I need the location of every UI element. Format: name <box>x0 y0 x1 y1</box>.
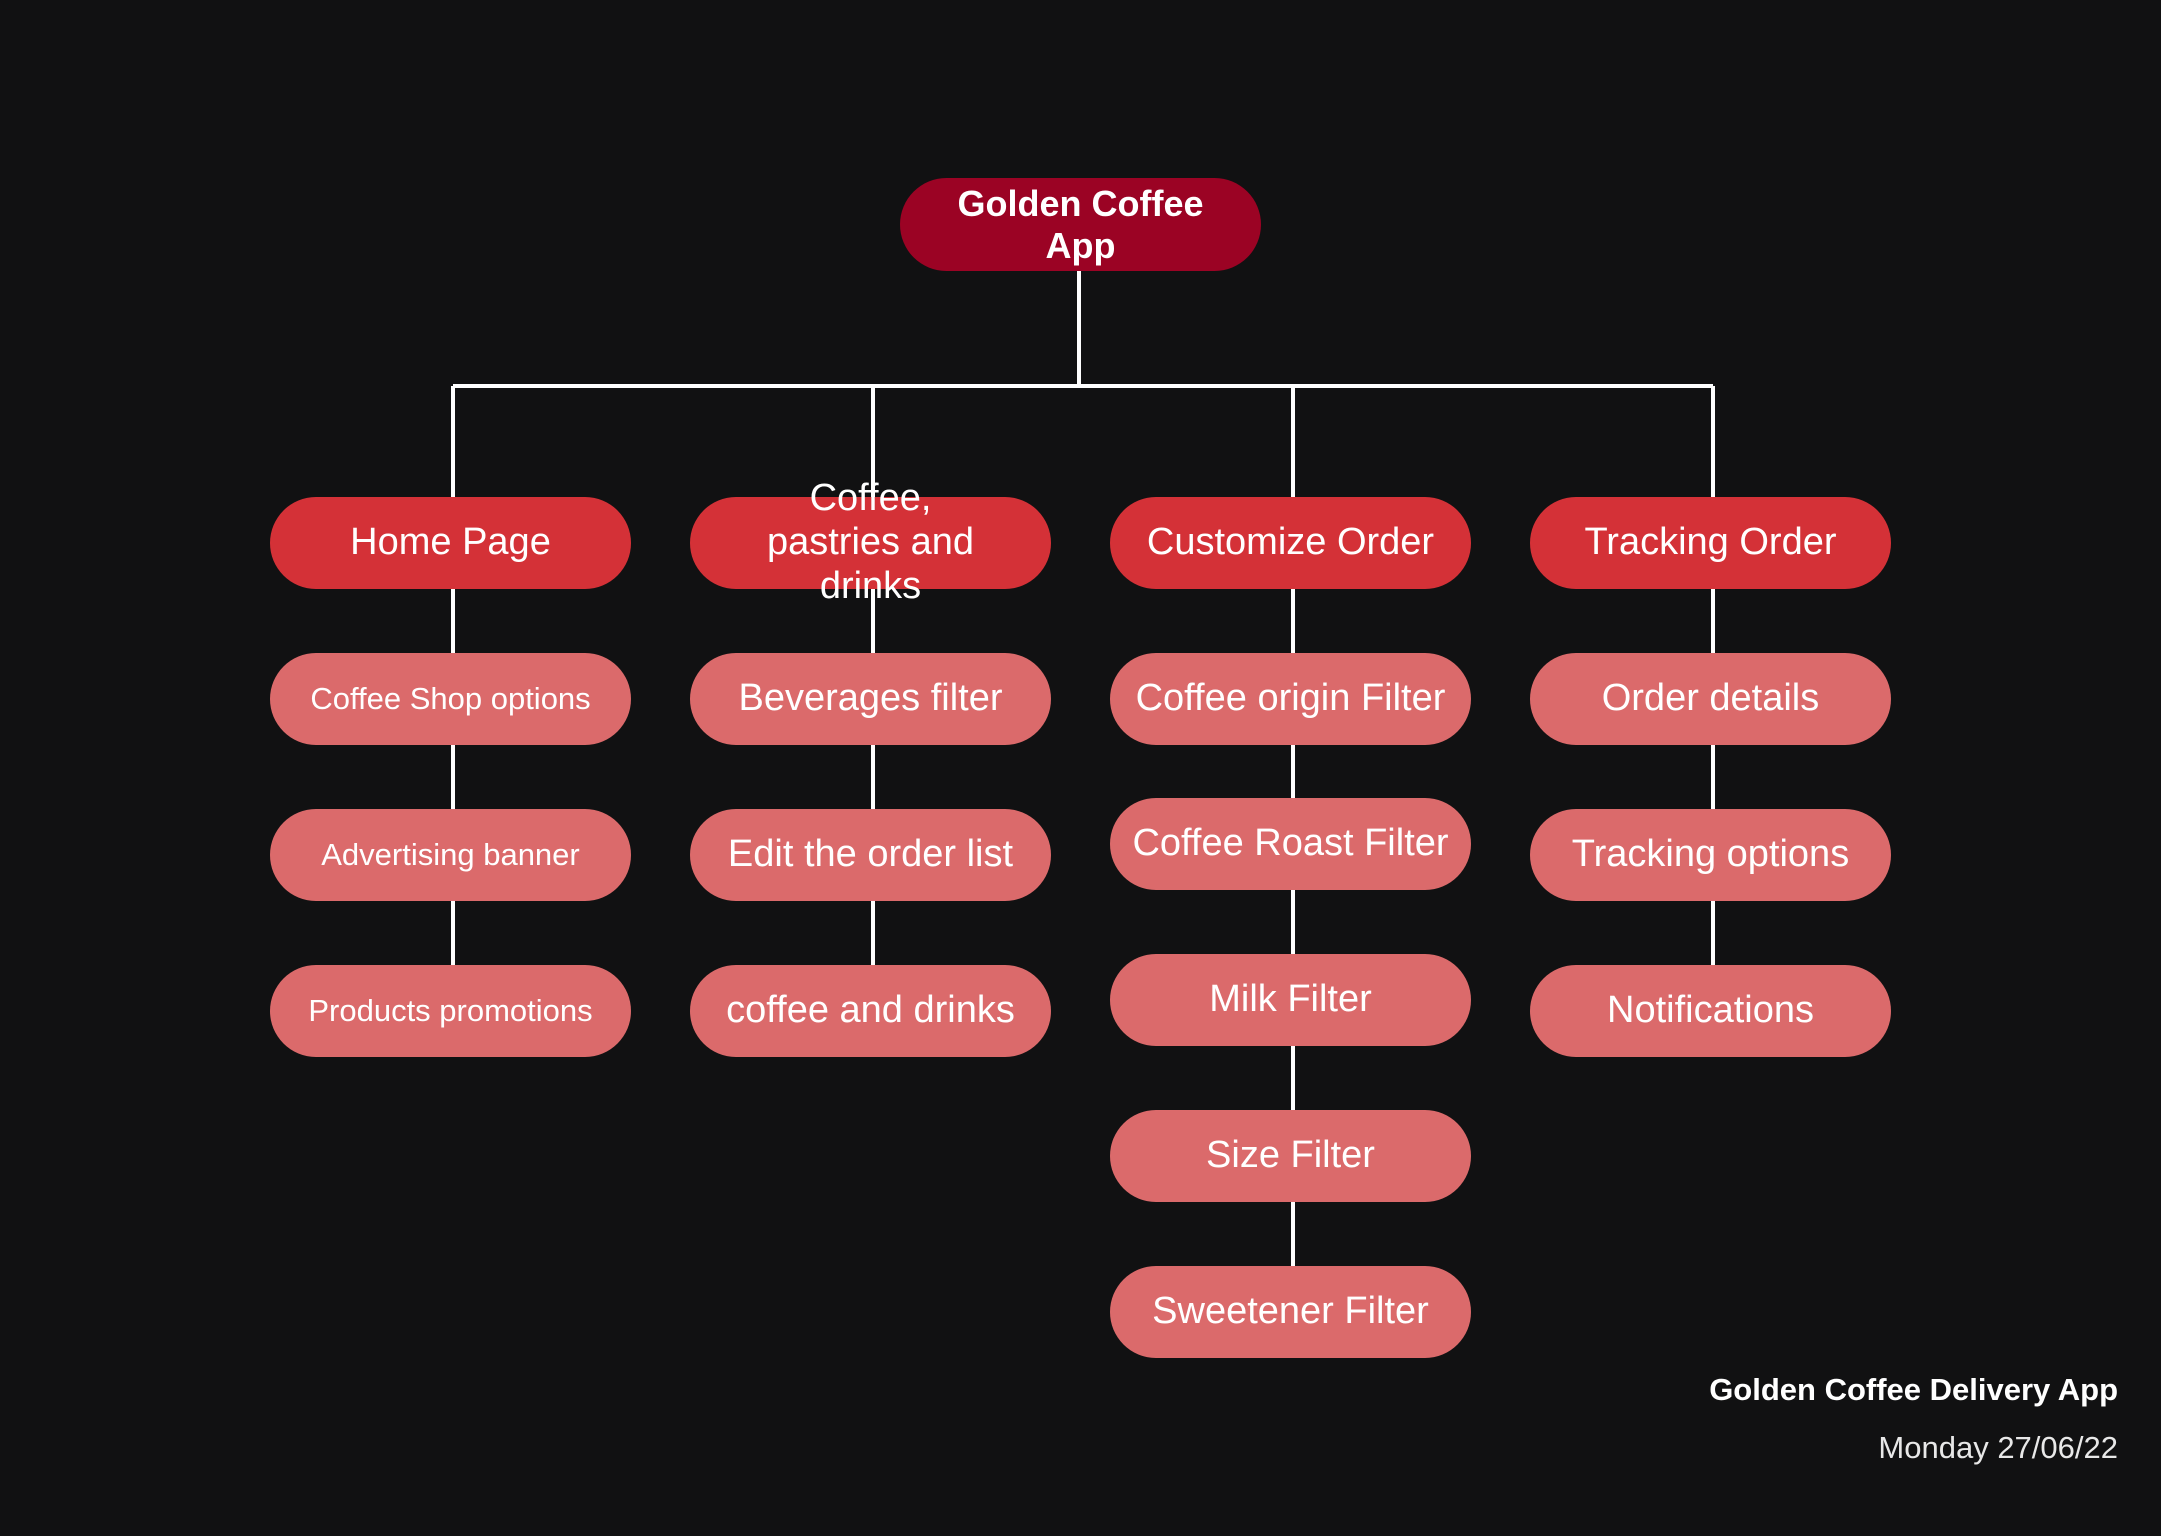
leaf-coffee-and-drinks: coffee and drinks <box>690 965 1051 1057</box>
branch-home-page: Home Page <box>270 497 631 589</box>
branch-tracking-order: Tracking Order <box>1530 497 1891 589</box>
leaf-beverages-filter: Beverages filter <box>690 653 1051 745</box>
leaf-products-promotions: Products promotions <box>270 965 631 1057</box>
branch-coffee-pastries-drinks: Coffee, pastries and drinks <box>690 477 1051 607</box>
leaf-advertising-banner: Advertising banner <box>270 809 631 901</box>
leaf-coffee-roast-filter: Coffee Roast Filter <box>1110 798 1471 890</box>
leaf-milk-filter: Milk Filter <box>1110 954 1471 1046</box>
footer-date: Monday 27/06/22 <box>1878 1430 2118 1465</box>
leaf-notifications: Notifications <box>1530 965 1891 1057</box>
leaf-size-filter: Size Filter <box>1110 1110 1471 1202</box>
leaf-sweetener-filter: Sweetener Filter <box>1110 1266 1471 1358</box>
leaf-coffee-shop-options: Coffee Shop options <box>270 653 631 745</box>
leaf-edit-order-list: Edit the order list <box>690 809 1051 901</box>
root-node: Golden Coffee App <box>900 178 1261 271</box>
leaf-tracking-options: Tracking options <box>1530 809 1891 901</box>
leaf-order-details: Order details <box>1530 653 1891 745</box>
footer-title: Golden Coffee Delivery App <box>1709 1372 2118 1407</box>
leaf-coffee-origin-filter: Coffee origin Filter <box>1110 653 1471 745</box>
branch-customize-order: Customize Order <box>1110 497 1471 589</box>
